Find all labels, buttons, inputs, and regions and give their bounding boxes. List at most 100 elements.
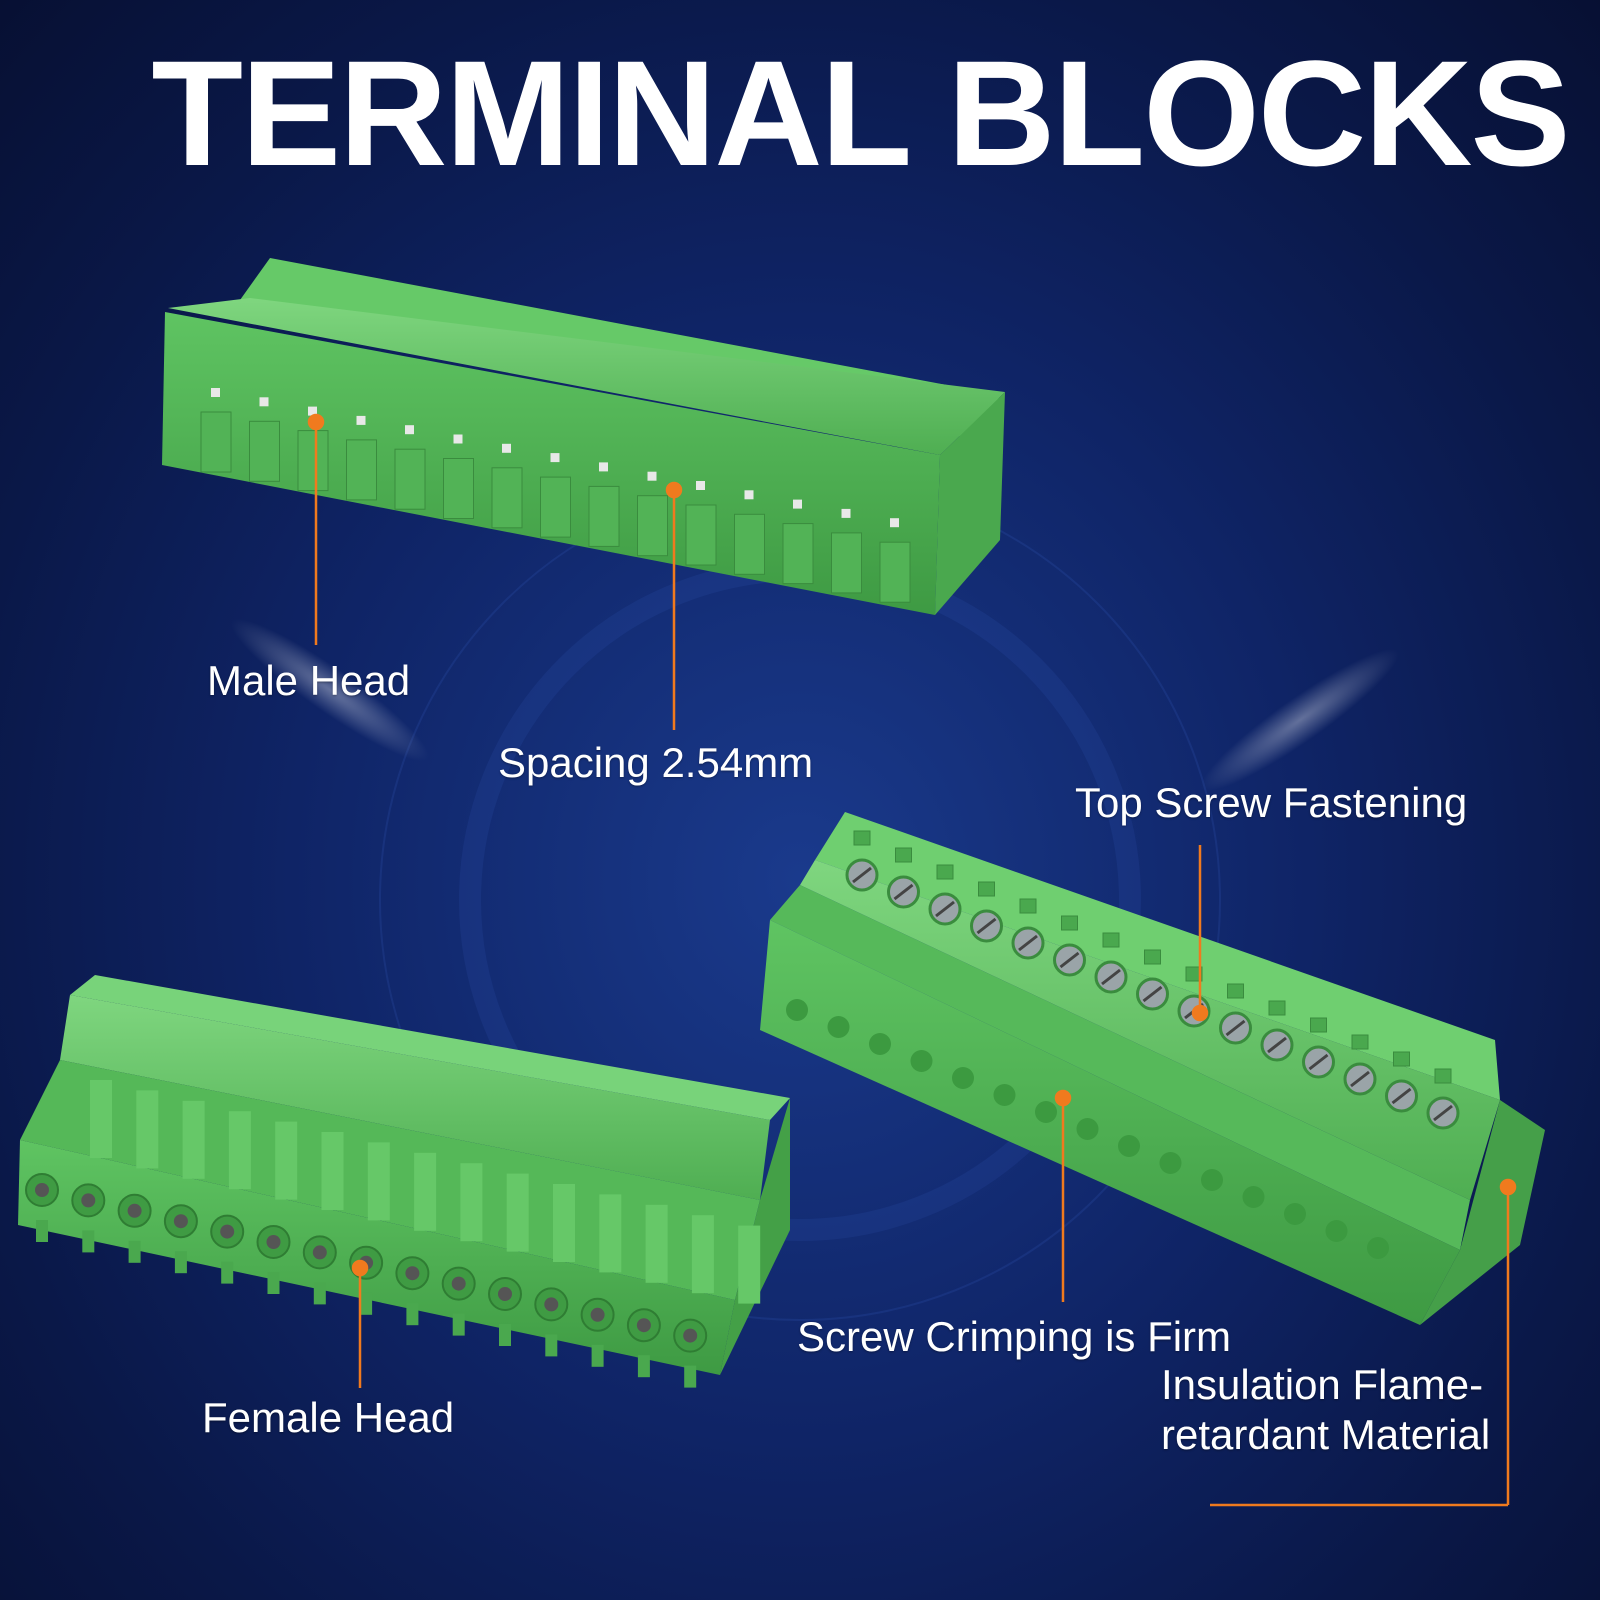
- female-contact: [544, 1297, 559, 1312]
- female-rib: [182, 1100, 205, 1179]
- male-head-label: Male Head: [207, 657, 411, 704]
- male-pin: [502, 443, 511, 453]
- screw-slot: [1308, 1053, 1329, 1071]
- female-leg: [360, 1292, 373, 1315]
- male-pin: [841, 508, 851, 518]
- wire-hole: [1242, 1186, 1265, 1208]
- screw-square: [1268, 1000, 1286, 1016]
- male-pin-slot: [200, 411, 232, 473]
- male-pin: [405, 425, 414, 435]
- male-pin-slot: [443, 458, 474, 519]
- female-leg: [267, 1272, 280, 1294]
- screw-slot: [1059, 951, 1080, 969]
- female-contact: [636, 1318, 651, 1333]
- screw-slot: [1433, 1104, 1453, 1122]
- female-rib: [414, 1152, 437, 1231]
- wire-hole: [1325, 1220, 1348, 1242]
- spacing-label: Spacing 2.54mm: [498, 739, 814, 786]
- female-rib: [506, 1173, 529, 1252]
- wire-hole: [1159, 1152, 1182, 1174]
- male-pin: [599, 462, 608, 472]
- female-contact: [312, 1245, 327, 1260]
- wire-hole: [1035, 1101, 1057, 1123]
- screw-slot: [1101, 968, 1121, 986]
- female-contact: [683, 1328, 698, 1343]
- female-contact: [451, 1276, 466, 1291]
- male-pins: [200, 388, 911, 603]
- screw-square: [936, 864, 954, 880]
- wire-hole: [827, 1016, 850, 1038]
- screw-square: [895, 847, 912, 863]
- female-rib: [691, 1215, 714, 1294]
- female-leg: [313, 1282, 326, 1305]
- male-pin-slot: [394, 448, 426, 510]
- wire-hole: [993, 1084, 1016, 1106]
- screw-square: [1434, 1068, 1452, 1084]
- male-pin: [259, 397, 269, 407]
- male-pin-slot: [297, 430, 329, 492]
- male-pin: [211, 388, 220, 397]
- screw-slot: [893, 883, 914, 901]
- wire-hole: [910, 1050, 933, 1072]
- screw-slot: [976, 917, 997, 935]
- top-screw-label: Top Screw Fastening: [1075, 779, 1468, 826]
- male-pin: [890, 518, 899, 528]
- screw-slot: [1142, 985, 1163, 1003]
- male-pin-slot: [831, 532, 862, 594]
- screw-square: [978, 881, 995, 897]
- female-leg: [684, 1365, 697, 1388]
- male-pin: [744, 490, 754, 500]
- male-pin: [356, 415, 366, 425]
- wire-hole: [952, 1067, 974, 1089]
- screw-slot: [852, 866, 872, 884]
- female-contact: [405, 1266, 420, 1281]
- female-contact: [81, 1193, 96, 1208]
- insulation-label-line1: Insulation Flame-: [1161, 1361, 1484, 1408]
- screw-crimping-label: Screw Crimping is Firm: [797, 1313, 1232, 1360]
- female-contact: [220, 1224, 235, 1239]
- female-rib: [599, 1194, 622, 1273]
- female-leg: [406, 1303, 419, 1326]
- female-rib: [90, 1080, 112, 1158]
- wire-hole: [786, 999, 808, 1021]
- screw-square: [1393, 1051, 1410, 1067]
- screw-heads: [786, 830, 1460, 1259]
- female-leg: [36, 1220, 48, 1242]
- female-rib: [136, 1090, 159, 1169]
- female-rib: [645, 1204, 668, 1283]
- male-pin: [308, 406, 317, 416]
- female-rib: [321, 1132, 344, 1210]
- female-rib: [738, 1225, 761, 1304]
- male-pin-slot: [346, 439, 377, 501]
- wire-hole: [1076, 1118, 1099, 1140]
- wire-hole: [1284, 1203, 1306, 1225]
- female-contact: [127, 1203, 142, 1218]
- wire-hole: [1118, 1135, 1140, 1157]
- male-pin: [647, 471, 657, 481]
- screw-square: [1061, 915, 1078, 931]
- screw-slot: [1350, 1070, 1370, 1088]
- wire-hole: [1367, 1237, 1389, 1259]
- screw-slot: [935, 900, 955, 918]
- male-pin-slot: [879, 541, 911, 603]
- female-leg: [452, 1313, 465, 1336]
- female-leg: [82, 1230, 95, 1253]
- screw-square: [1227, 983, 1244, 999]
- female-leg: [221, 1261, 234, 1284]
- male-pin: [453, 434, 463, 444]
- female-head-label: Female Head: [202, 1394, 455, 1441]
- female-rib: [275, 1121, 298, 1200]
- screw-square: [1351, 1034, 1369, 1050]
- screw-square: [853, 830, 871, 846]
- female-leg: [637, 1355, 650, 1378]
- male-pin: [696, 481, 705, 490]
- screw-slot: [1267, 1036, 1287, 1054]
- female-contact: [266, 1235, 281, 1249]
- female-holes: [25, 1080, 761, 1388]
- page-title: TERMINAL BLOCKS: [151, 29, 1570, 197]
- screw-slot: [1391, 1087, 1412, 1105]
- female-contact: [35, 1183, 49, 1197]
- male-pin-slot: [782, 523, 814, 585]
